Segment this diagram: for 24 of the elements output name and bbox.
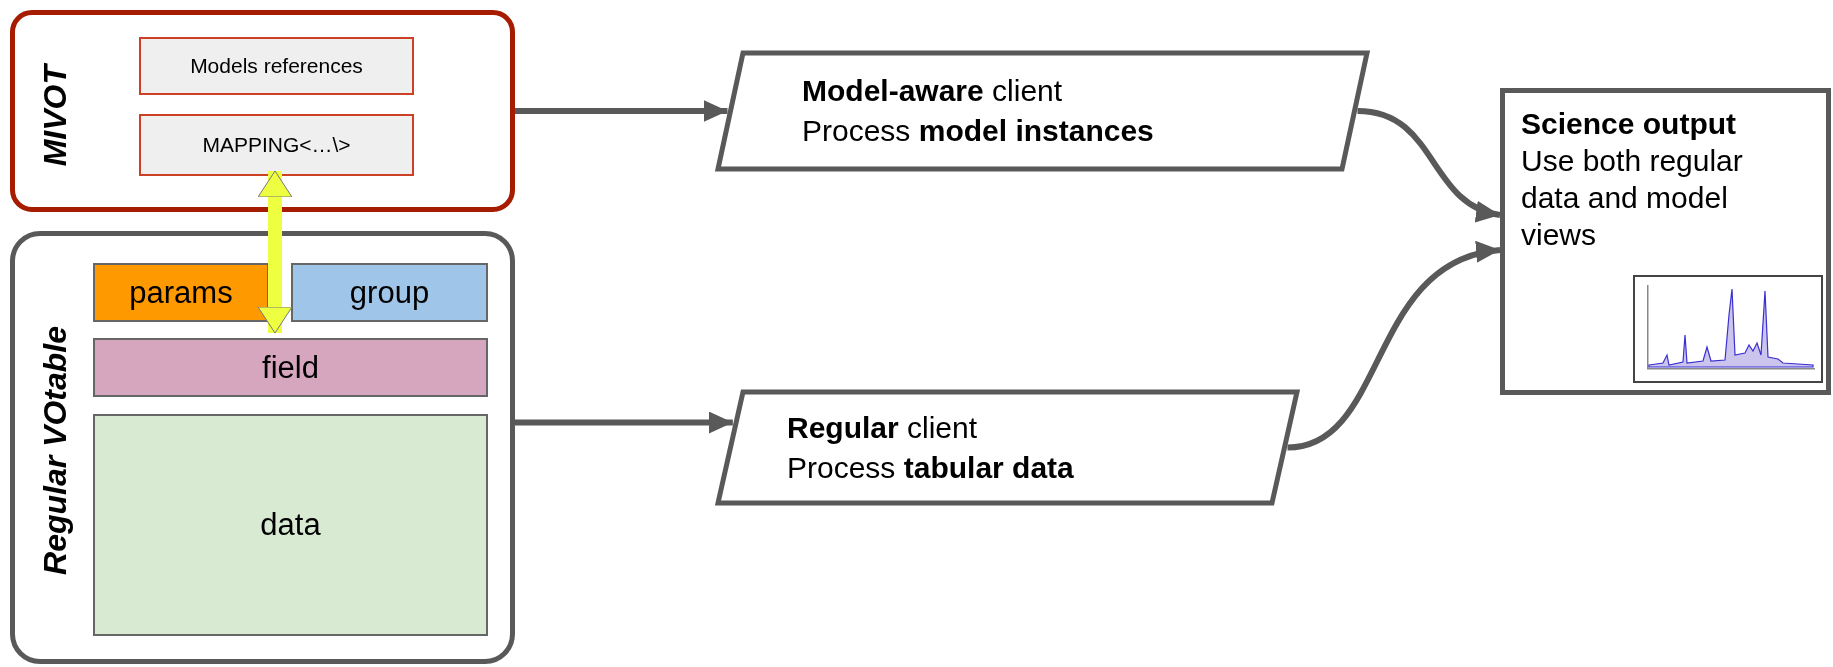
text-box: Models references [139,37,414,95]
node-text: Process model instances [802,113,1154,149]
text-box: data [93,414,488,636]
text-box: group [291,263,488,322]
arrow [515,100,728,122]
output-box [1500,88,1831,395]
text-box: params [93,263,269,322]
arrow [1357,108,1501,220]
text-box: field [93,338,488,397]
group-container [10,10,515,212]
group-container [10,231,515,664]
node-text: Process tabular data [787,449,1074,486]
parallelogram-box [715,50,1370,172]
group-title: MIVOT [37,65,74,167]
parallelogram-box [715,389,1300,506]
heading: Science output [1521,106,1738,142]
arrow [257,170,293,334]
arrow [515,411,733,434]
node-text: Regular client [787,409,978,446]
text-box: MAPPING<…\> [139,114,414,176]
node-text: Model-aware client [802,73,1063,109]
arrow [1287,243,1501,451]
description: Use both regular data and model views [1521,143,1744,253]
group-title: Regular VOtable [37,326,74,575]
